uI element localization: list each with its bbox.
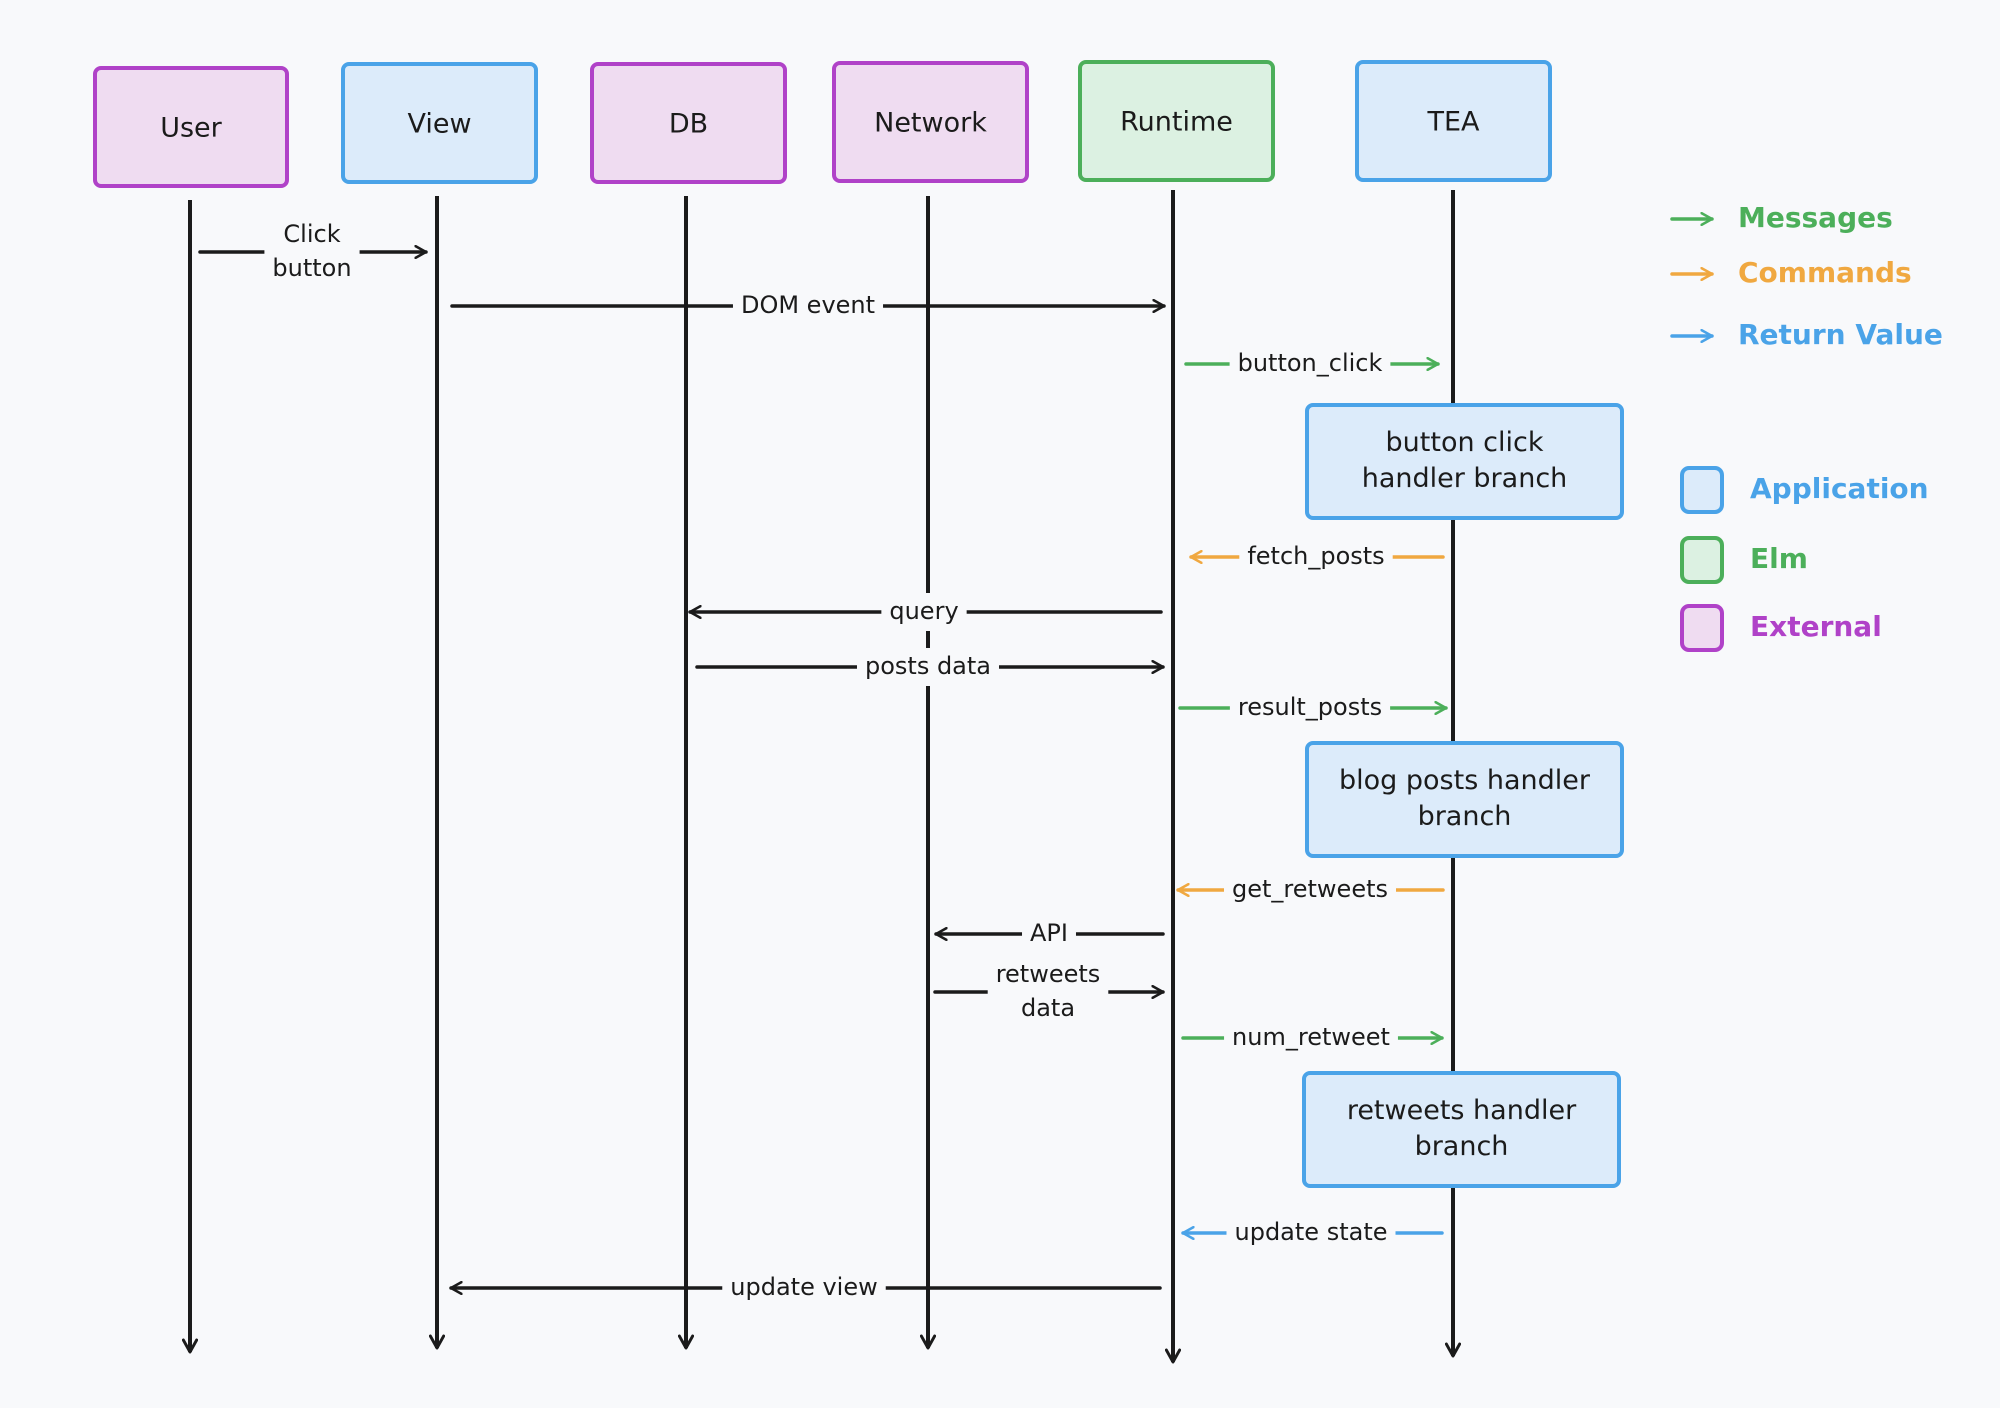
message-label: data: [1021, 994, 1075, 1022]
handler-label: branch: [1415, 1131, 1509, 1162]
message-label-background: [856, 648, 1000, 686]
legend-label: Elm: [1750, 542, 1808, 575]
message-label-background: [732, 287, 884, 325]
handler-label: blog posts handler: [1339, 765, 1591, 796]
participant-user: User: [93, 66, 289, 188]
message-runtime-to-db: query: [688, 593, 1163, 631]
message-view-to-runtime: DOM event: [450, 287, 1166, 325]
legend-label: Application: [1750, 472, 1929, 505]
message-user-to-view: Click button: [198, 216, 428, 288]
message-runtime-to-view: update view: [449, 1269, 1162, 1307]
participant-runtime: Runtime: [1078, 60, 1275, 182]
message-label: get_retweets: [1232, 875, 1388, 903]
message-label: button_click: [1238, 349, 1383, 377]
message-label: result_posts: [1238, 693, 1382, 721]
handler-label: branch: [1418, 801, 1512, 832]
message-label: update view: [730, 1273, 877, 1301]
participant-network: Network: [832, 61, 1029, 183]
message-label-background: [1239, 538, 1393, 576]
participant-label: View: [407, 109, 471, 140]
participant-label: Network: [874, 108, 987, 139]
message-label-background: [264, 216, 360, 288]
message-tea-to-runtime: update state: [1181, 1214, 1444, 1252]
message-label-background: [1022, 915, 1076, 953]
message-label-background: [1229, 345, 1391, 383]
legend-label: Messages: [1738, 201, 1893, 234]
legend-item-application: Application: [1680, 466, 1929, 514]
message-runtime-to-network: API: [934, 915, 1165, 953]
participant-label: TEA: [1426, 107, 1480, 138]
message-tea-to-runtime: get_retweets: [1176, 871, 1445, 909]
handler-label: retweets handler: [1347, 1095, 1577, 1126]
legend-label: Commands: [1738, 256, 1912, 289]
handler-box: [1305, 741, 1624, 858]
participant-box: [1078, 60, 1275, 182]
message-label-background: [1226, 1214, 1396, 1252]
message-label: DOM event: [741, 291, 875, 319]
participant-box: [93, 66, 289, 188]
message-label: Click: [283, 220, 340, 248]
legend-swatch: [1680, 536, 1724, 584]
message-label: fetch_posts: [1247, 542, 1384, 570]
legend-label: External: [1750, 610, 1882, 643]
message-label: button: [272, 254, 351, 282]
participant-box: [832, 61, 1029, 183]
message-runtime-to-tea: num_retweet: [1181, 1019, 1444, 1057]
legend-item-return-value: Return Value: [1670, 318, 1943, 351]
participant-tea: TEA: [1355, 60, 1552, 182]
message-label-background: [1229, 689, 1391, 727]
participant-label: Runtime: [1120, 107, 1233, 138]
legend-label: Return Value: [1738, 318, 1943, 351]
message-label: num_retweet: [1232, 1023, 1390, 1051]
handler-branch-box: blog posts handler branch: [1305, 741, 1624, 858]
message-label-background: [1224, 1019, 1398, 1057]
handler-box: [1305, 403, 1624, 520]
participant-label: User: [160, 113, 222, 144]
message-label: query: [889, 597, 958, 625]
message-tea-to-runtime: fetch_posts: [1189, 538, 1445, 576]
participant-view: View: [341, 62, 538, 184]
participant-box: [1355, 60, 1552, 182]
legend-item-elm: Elm: [1680, 536, 1808, 584]
message-label: update state: [1235, 1218, 1388, 1246]
handler-branch-box: button click handler branch: [1305, 403, 1624, 520]
message-label: posts data: [865, 652, 991, 680]
participant-db: DB: [590, 62, 787, 184]
message-label-background: [1224, 871, 1396, 909]
participant-label: DB: [669, 109, 708, 140]
handler-branch-box: retweets handler branch: [1302, 1071, 1621, 1188]
message-label-background: [881, 593, 967, 631]
message-db-to-runtime: posts data: [695, 648, 1165, 686]
message-label: retweets: [996, 960, 1101, 988]
handler-label: button click: [1386, 427, 1544, 458]
legend-item-messages: Messages: [1670, 201, 1893, 234]
legend-item-external: External: [1680, 604, 1882, 652]
message-label-background: [722, 1269, 886, 1307]
participant-box: [590, 62, 787, 184]
message-label-background: [987, 956, 1109, 1028]
message-label: API: [1030, 919, 1068, 947]
participant-box: [341, 62, 538, 184]
message-runtime-to-tea: result_posts: [1178, 689, 1448, 727]
message-runtime-to-tea: button_click: [1184, 345, 1440, 383]
legend-swatch: [1680, 466, 1724, 514]
legend-swatch: [1680, 604, 1724, 652]
legend-item-commands: Commands: [1670, 256, 1912, 289]
handler-box: [1302, 1071, 1621, 1188]
message-network-to-runtime: retweets data: [933, 956, 1165, 1028]
handler-label: handler branch: [1362, 463, 1568, 494]
